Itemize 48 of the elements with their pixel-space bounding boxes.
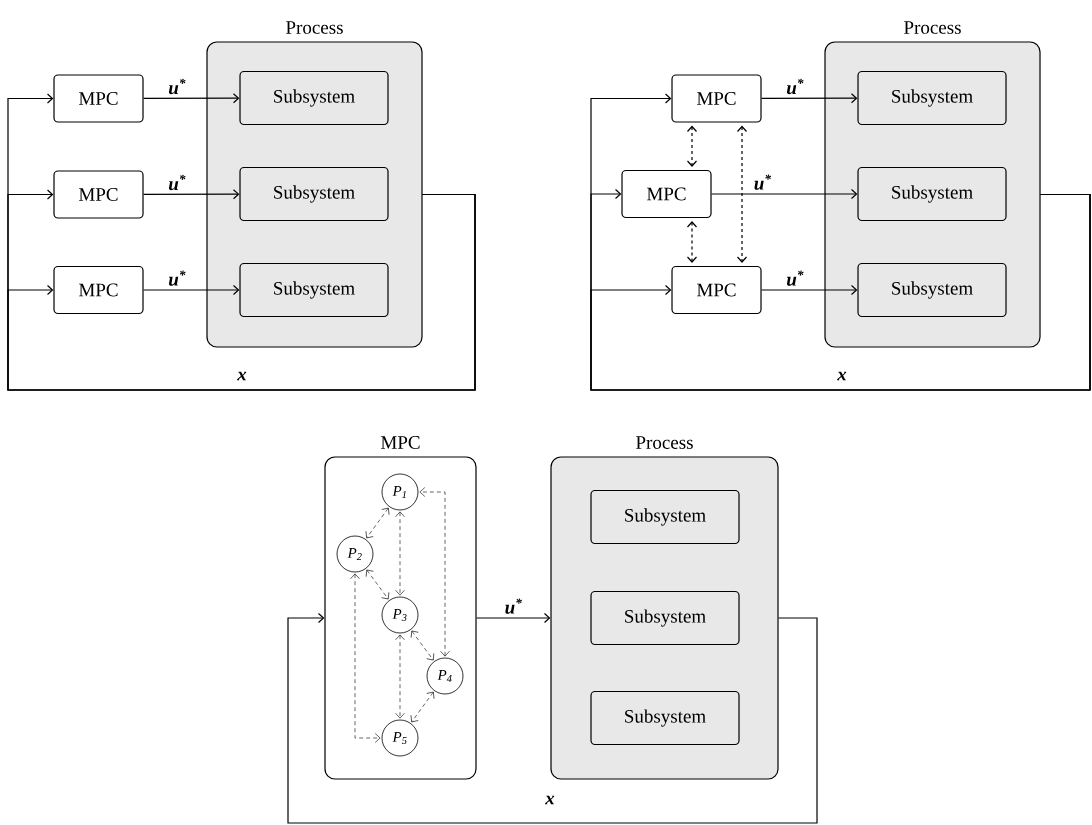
subsystem-box: Subsystem [590, 590, 740, 646]
arrow [395, 634, 405, 719]
edge-label: u$^{*}$ [786, 270, 804, 286]
arrow [736, 125, 748, 263]
edge-label: u$^{*}$ [786, 78, 804, 95]
subsystem-box: Subsystem [857, 262, 1007, 318]
arrow [143, 284, 240, 296]
subsystem-box: Subsystem [239, 166, 389, 222]
arrow [761, 284, 858, 296]
arrow [143, 189, 240, 200]
subsystem-box: Subsystem [857, 166, 1007, 222]
controller-box: MPC [53, 265, 144, 315]
arrow [287, 612, 818, 824]
arrow [365, 507, 390, 539]
edge-label: u$^{*}$ [168, 78, 186, 95]
controller-box: MPC [671, 265, 762, 315]
subsystem-box: Subsystem [590, 690, 740, 746]
controller-box: MPC [671, 74, 762, 123]
edge-label: u$^{*}$ [168, 174, 186, 191]
arrow [686, 221, 698, 263]
subsystem-box: Subsystem [857, 70, 1007, 126]
arrow [419, 487, 450, 657]
edge-label: u$^{*}$ [505, 598, 522, 614]
subsystem-box: Subsystem [239, 70, 389, 126]
node-label: MPC [380, 436, 420, 449]
subsystem-box: Subsystem [239, 262, 389, 318]
arrow [410, 691, 435, 723]
arrow [410, 630, 435, 661]
node-label: Process [904, 21, 961, 34]
arrow [761, 93, 858, 104]
controller-box: MPC [53, 74, 144, 123]
arrow [365, 569, 390, 600]
edge-label: x [237, 371, 247, 381]
arrow [143, 93, 240, 104]
edge-label: u$^{*}$ [168, 270, 186, 286]
arrow [350, 573, 381, 743]
arrow [686, 125, 698, 167]
subsystem-box: Subsystem [590, 489, 740, 545]
arrow [711, 188, 858, 200]
edge-label: x [545, 795, 555, 805]
arrow [476, 612, 551, 624]
node-label: Process [286, 21, 343, 34]
node-label: Process [636, 436, 693, 449]
controller-box: MPC [621, 169, 712, 219]
arrow [395, 511, 405, 596]
edge-label: u$^{*}$ [754, 174, 772, 190]
controller-box: MPC [53, 170, 144, 219]
edge-label: x [837, 371, 847, 381]
